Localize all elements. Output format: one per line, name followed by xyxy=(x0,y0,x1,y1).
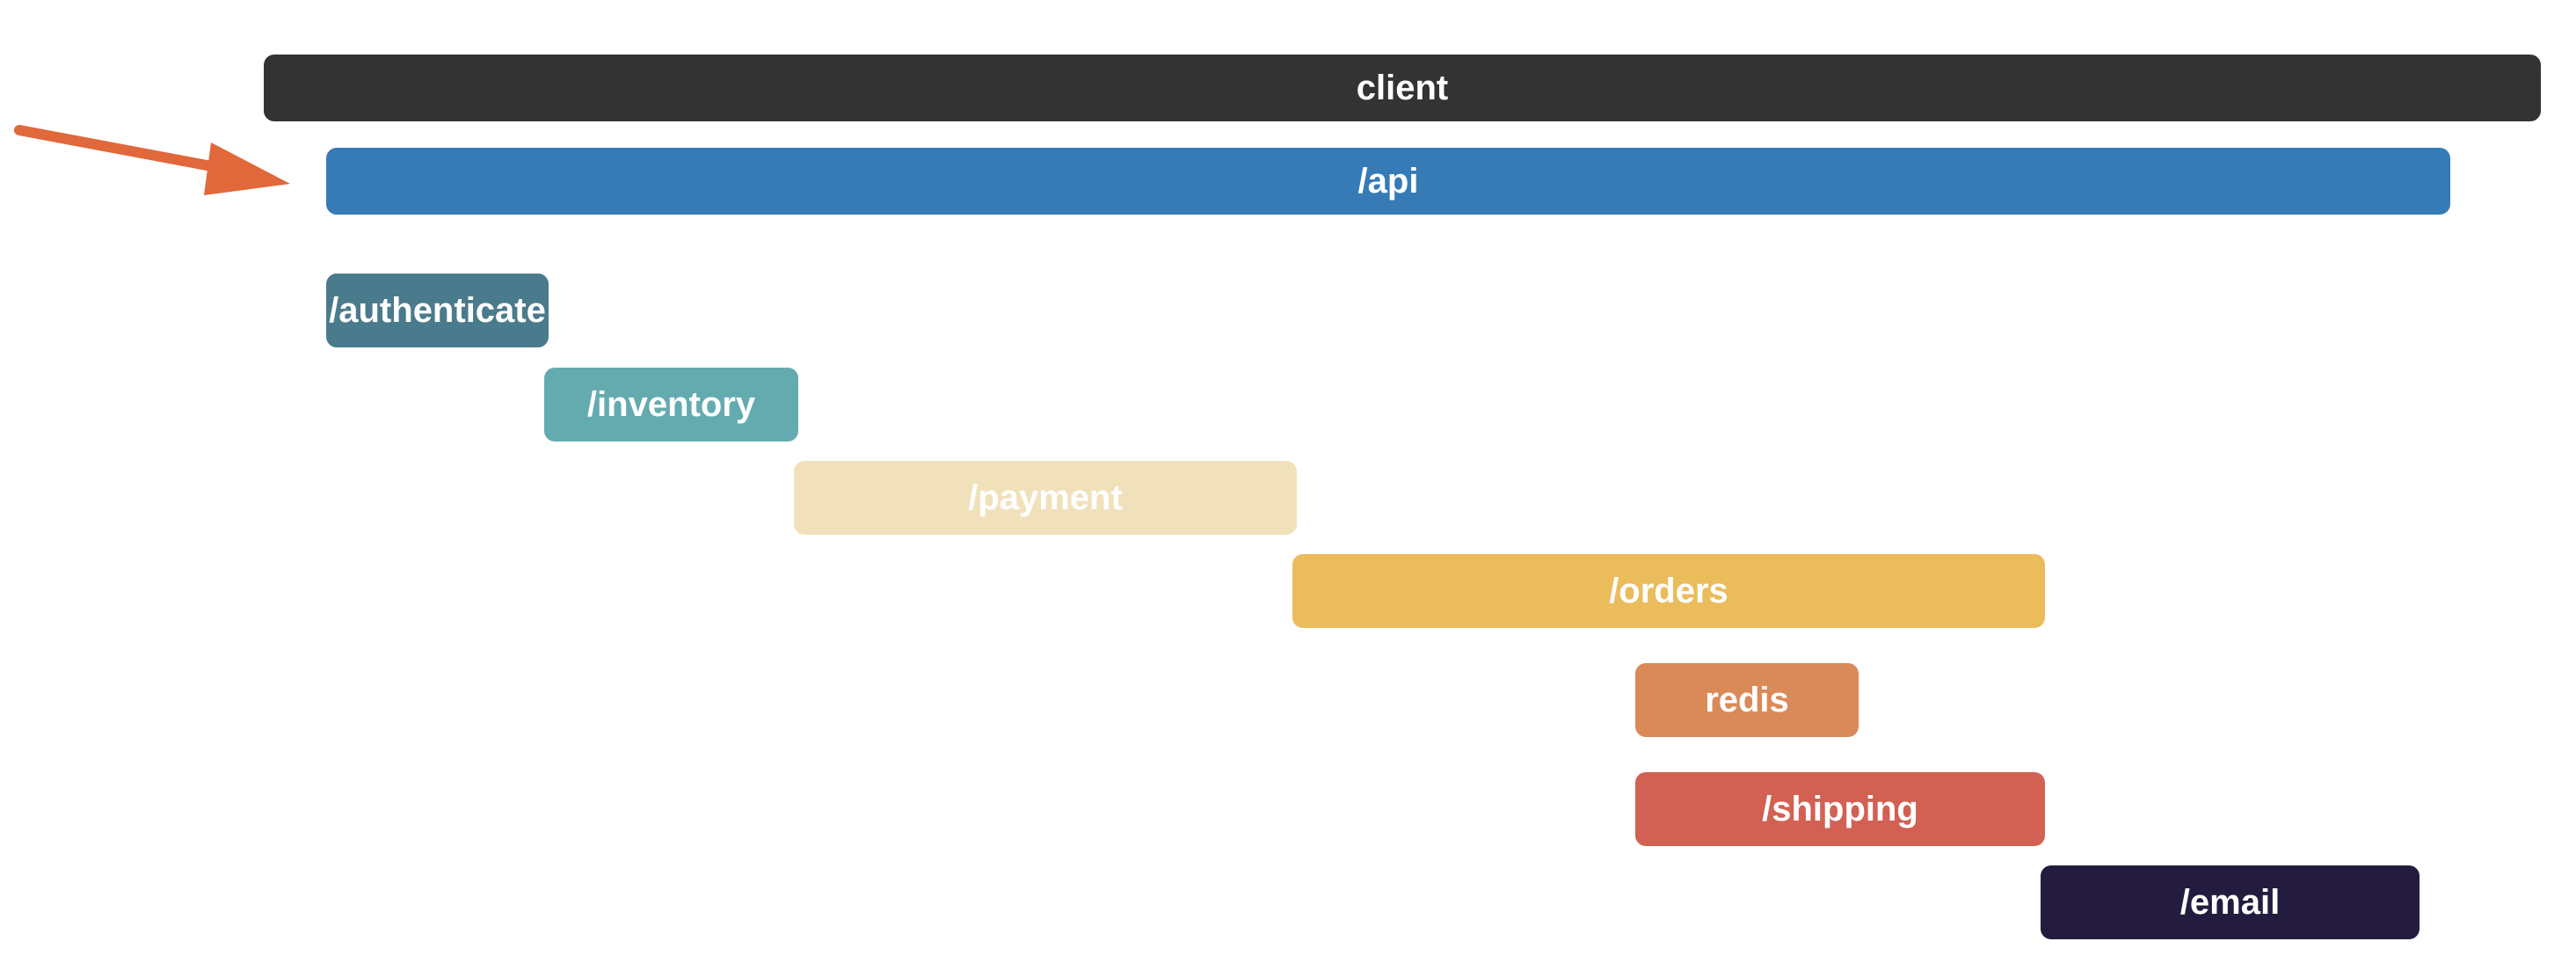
span-label-api: /api xyxy=(1357,162,1419,201)
span-label-authenticate: /authenticate xyxy=(329,291,546,330)
span-label-client: client xyxy=(1356,69,1449,107)
span-label-payment: /payment xyxy=(968,478,1123,517)
arrow-shaft xyxy=(14,125,236,175)
span-api[interactable]: /api xyxy=(326,148,2450,215)
span-shipping[interactable]: /shipping xyxy=(1635,772,2045,846)
span-email[interactable]: /email xyxy=(2041,865,2420,939)
span-label-inventory: /inventory xyxy=(586,385,756,424)
span-client[interactable]: client xyxy=(264,55,2541,121)
span-redis[interactable]: redis xyxy=(1635,663,1859,737)
span-label-orders: /orders xyxy=(1609,572,1728,610)
span-authenticate[interactable]: /authenticate xyxy=(326,274,549,347)
span-orders[interactable]: /orders xyxy=(1292,554,2045,628)
span-payment[interactable]: /payment xyxy=(794,461,1297,535)
arrow-head xyxy=(204,142,290,195)
span-inventory[interactable]: /inventory xyxy=(544,368,798,442)
span-label-redis: redis xyxy=(1705,681,1789,719)
span-label-email: /email xyxy=(2179,883,2281,922)
span-label-shipping: /shipping xyxy=(1762,790,1918,828)
